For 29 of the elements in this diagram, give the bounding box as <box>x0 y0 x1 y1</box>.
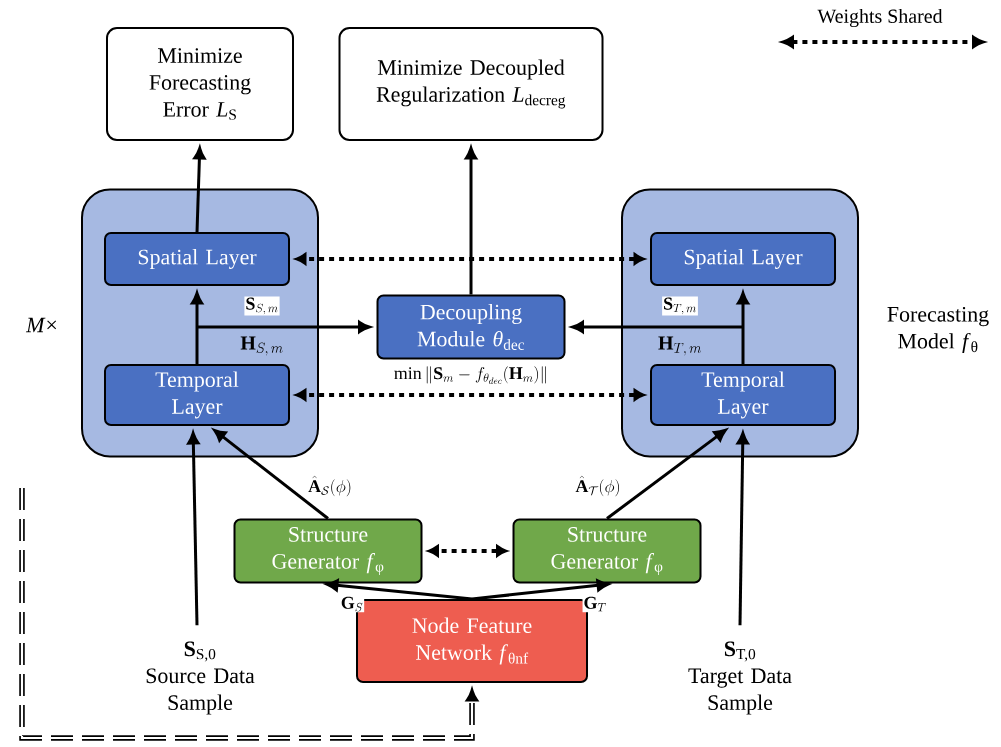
arrow <box>606 429 727 520</box>
dotted-arrow <box>427 545 508 557</box>
layer-box: Decoupling Module θ$_{dec}$ <box>376 294 566 360</box>
layer-box: Temporal Layer <box>104 364 290 426</box>
edge-label: $\min\|\mathbf{S}_m-f_{\theta_{dec}}(\mathbf{H}_m)\|$ <box>392 365 550 385</box>
edge-label: $\mathbf{G}_{T}$ <box>582 595 608 613</box>
layer-box: Spatial Layer <box>104 232 290 286</box>
edge-label: $\hat{\mathbf{A}}_{\mathcal{T}}(\phi)$ <box>574 474 622 498</box>
dotted-arrow <box>19 488 478 741</box>
edge-label: $\mathbf{G}_{S}$ <box>339 595 365 613</box>
dotted-arrow <box>295 253 645 265</box>
generator-box: Structure Generator f$_{φ}$ <box>233 518 423 584</box>
objective-box: Minimize Decoupled Regularization L$_{decreg}$ <box>338 27 604 141</box>
layer-box: Spatial Layer <box>650 232 836 286</box>
signal-label: $\mathbf{H}_{T,\,m}$ <box>658 336 702 356</box>
signal-label: $\mathbf{H}_{S,\,m}$ <box>240 336 283 356</box>
edge-label: $\hat{\mathbf{A}}_{\mathcal{S}}(\phi)$ <box>307 474 353 498</box>
generator-box: Structure Generator f$_{φ}$ <box>512 518 702 584</box>
arrow <box>571 320 743 334</box>
arrow <box>213 429 329 520</box>
side-label: M× <box>25 317 57 333</box>
input-label: S$_{T,0}$ Target Data Sample <box>688 641 792 715</box>
side-label: Forecasting Model f$_{θ}$ <box>887 306 989 354</box>
legend-label: Weights Shared <box>817 8 943 28</box>
layer-box: Temporal Layer <box>650 364 836 426</box>
dotted-arrow <box>295 389 645 401</box>
input-label: S$_{S,0}$ Source Data Sample <box>146 641 255 715</box>
objective-box: Minimize Forecasting Error L$_{S}$ <box>106 27 294 141</box>
arrow <box>197 320 371 334</box>
